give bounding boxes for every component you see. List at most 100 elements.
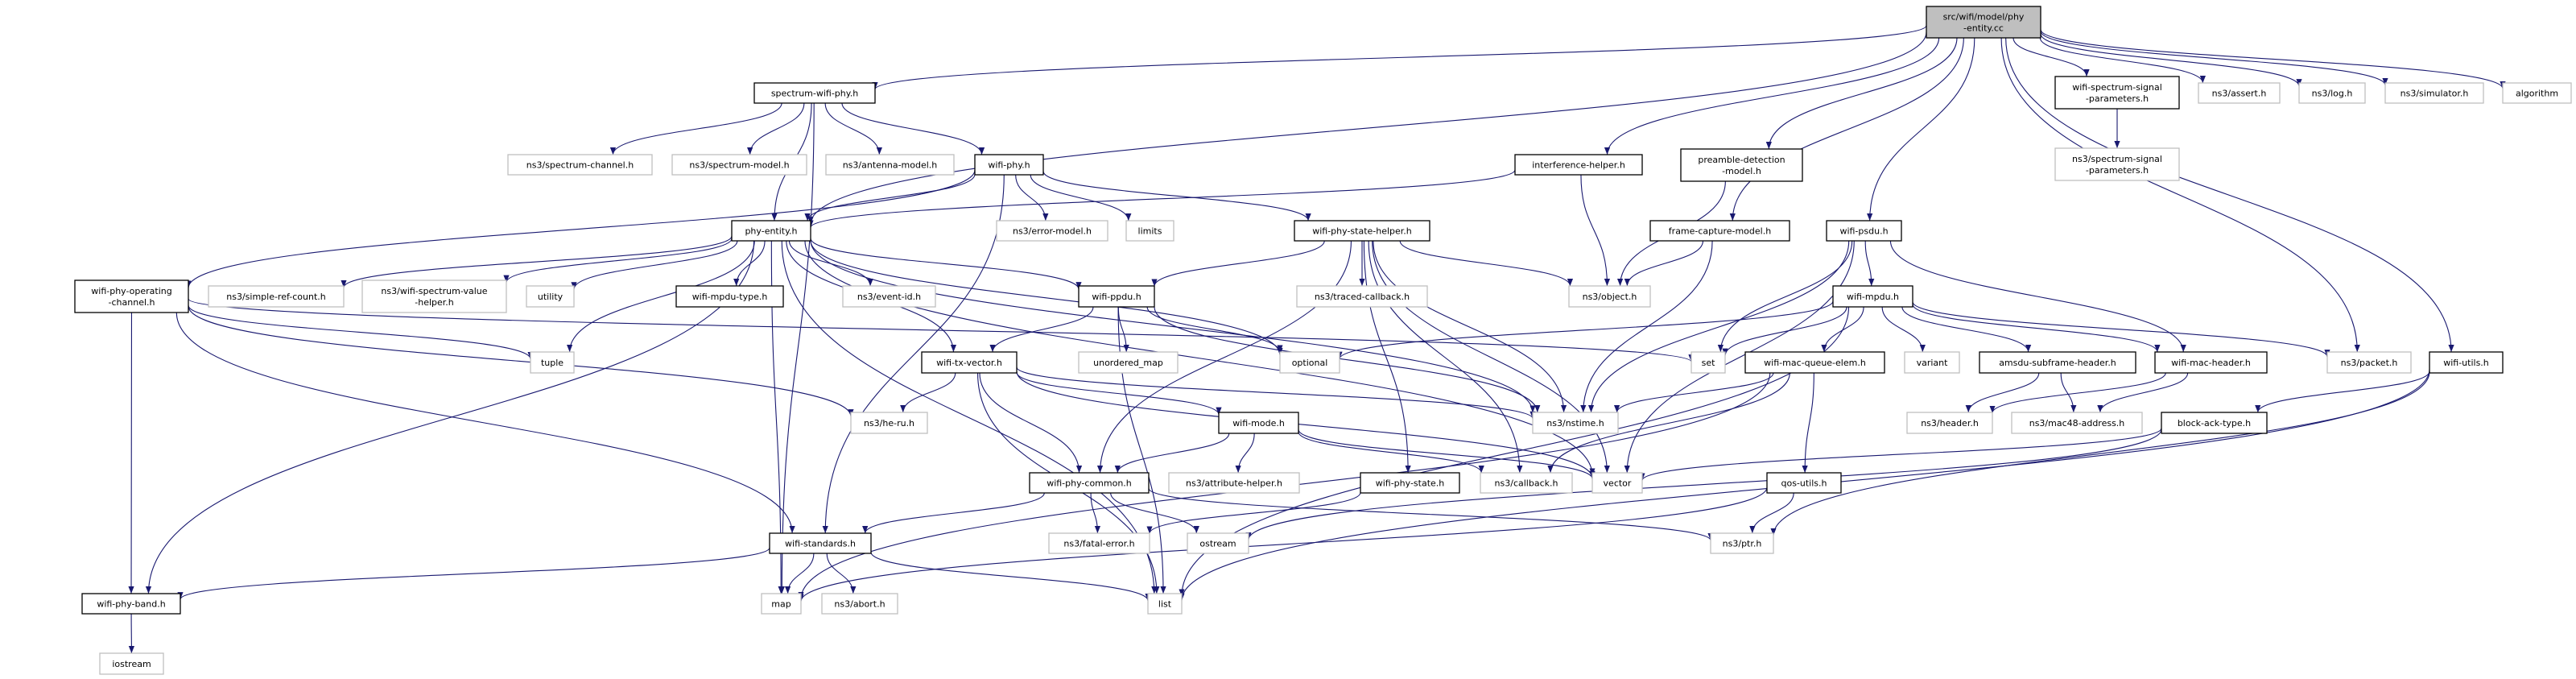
node-box[interactable] (2161, 412, 2268, 434)
node-box[interactable] (1360, 472, 1460, 494)
node-list: list (1147, 593, 1183, 615)
node-label: ns3/packet.h (2341, 358, 2398, 368)
edge-root-to-packet (2000, 37, 2360, 353)
node-vector: vector (1591, 472, 1643, 494)
node-wifi-standards[interactable]: wifi-standards.h (769, 532, 872, 554)
node-label: wifi-phy-state.h (1376, 478, 1445, 489)
node-label: ns3/abort.h (834, 599, 885, 610)
edge-wifi-ppdu-to-optional (1146, 306, 1283, 353)
edge-wifi-standards-to-list (870, 552, 1151, 601)
edge-wifi-mpdu-to-set (1722, 306, 1847, 356)
node-wifi-phy-state[interactable]: wifi-phy-state.h (1360, 472, 1460, 494)
node-wifi-mpdu[interactable]: wifi-mpdu.h (1832, 285, 1913, 308)
node-block-ack-type[interactable]: block-ack-type.h (2161, 412, 2268, 434)
node-object: ns3/object.h (1568, 285, 1651, 308)
node-label: wifi-mac-header.h (2171, 358, 2251, 368)
node-qos-utils[interactable]: qos-utils.h (1766, 472, 1842, 494)
node-label: ns3/header.h (1921, 418, 1979, 429)
node-wifi-phy-band[interactable]: wifi-phy-band.h (81, 593, 181, 615)
node-label: tuple (541, 358, 564, 368)
node-wifi-spectrum-signal-parameters[interactable]: wifi-spectrum-signal-parameters.h (2054, 76, 2180, 110)
edge-wifi-mode-to-callback (1298, 431, 1484, 474)
node-wifi-phy-operating-channel[interactable]: wifi-phy-operating-channel.h (74, 279, 189, 313)
node-label: ns3/attribute-helper.h (1186, 478, 1282, 489)
edge-wifi-tx-vector-to-nstime (1016, 366, 1536, 419)
node-box[interactable] (1926, 6, 2041, 39)
edge-spectrum-wifi-phy-to-map (778, 102, 815, 594)
node-label: iostream (112, 659, 151, 669)
node-label: limits (1138, 226, 1162, 237)
node-wifi-phy-common[interactable]: wifi-phy-common.h (1029, 472, 1150, 494)
edge-wifi-phy-state-helper-to-callback (1368, 240, 1523, 474)
node-attribute-helper: ns3/attribute-helper.h (1168, 472, 1300, 494)
edge-wifi-phy-operating-channel-to-wifi-standards (175, 312, 795, 534)
node-wifi-mac-header[interactable]: wifi-mac-header.h (2154, 351, 2268, 374)
edge-wifi-psdu-to-vector (1624, 240, 1855, 474)
node-box[interactable] (675, 285, 784, 308)
node-root[interactable]: src/wifi/model/phy-entity.cc (1926, 6, 2041, 39)
node-limits: limits (1125, 220, 1174, 242)
node-frame-capture-model[interactable]: frame-capture-model.h (1649, 220, 1790, 242)
node-box[interactable] (2054, 76, 2180, 110)
node-box[interactable] (753, 82, 876, 104)
node-box[interactable] (1078, 285, 1155, 308)
node-box[interactable] (1744, 351, 1885, 374)
node-label: wifi-ppdu.h (1092, 292, 1141, 302)
node-wifi-tx-vector[interactable]: wifi-tx-vector.h (921, 351, 1018, 374)
node-box[interactable] (1826, 220, 1902, 242)
node-label: -entity.cc (1963, 23, 2004, 34)
node-wifi-mac-queue-elem[interactable]: wifi-mac-queue-elem.h (1744, 351, 1885, 374)
edge-root-to-wifi-psdu (1867, 37, 1975, 222)
node-interference-helper[interactable]: interference-helper.h (1514, 154, 1643, 176)
edge-block-ack-type-to-ostream (1245, 429, 2162, 540)
node-box[interactable] (1294, 220, 1430, 242)
node-box[interactable] (1649, 220, 1790, 242)
node-tuple: tuple (530, 351, 575, 374)
node-label: ns3/spectrum-channel.h (526, 160, 634, 171)
node-wifi-phy-state-helper[interactable]: wifi-phy-state-helper.h (1294, 220, 1430, 242)
node-box[interactable] (769, 532, 872, 554)
edge-wifi-mode-to-vector (1298, 429, 1596, 479)
node-box (821, 593, 898, 615)
node-label: ns3/wifi-spectrum-value (381, 286, 487, 296)
node-wifi-psdu[interactable]: wifi-psdu.h (1826, 220, 1902, 242)
edge-wifi-mpdu-to-optional (1336, 300, 1834, 359)
node-box (1147, 593, 1183, 615)
node-preamble-detection-model[interactable]: preamble-detection-model.h (1680, 148, 1803, 182)
node-box[interactable] (1514, 154, 1643, 176)
node-box (761, 593, 802, 615)
node-box[interactable] (2429, 351, 2504, 374)
node-box[interactable] (1218, 412, 1299, 434)
node-box[interactable] (1029, 472, 1150, 494)
edge-frame-capture-model-to-object (1624, 240, 1704, 287)
node-box[interactable] (74, 279, 189, 313)
edge-wifi-standards-to-abort (826, 553, 857, 594)
node-box[interactable] (921, 351, 1018, 374)
node-wifi-phy[interactable]: wifi-phy.h (974, 154, 1044, 176)
node-label: set (1702, 358, 1715, 368)
node-box[interactable] (1766, 472, 1842, 494)
node-box (1710, 532, 1774, 554)
node-box[interactable] (731, 220, 811, 242)
node-wifi-mode[interactable]: wifi-mode.h (1218, 412, 1299, 434)
edge-wifi-mode-to-attribute-helper (1235, 433, 1255, 474)
node-box[interactable] (1979, 351, 2136, 374)
node-box[interactable] (1832, 285, 1913, 308)
node-phy-entity[interactable]: phy-entity.h (731, 220, 811, 242)
node-unordered_map: unordered_map (1078, 351, 1179, 374)
node-label: wifi-mac-queue-elem.h (1764, 358, 1866, 368)
node-spectrum-wifi-phy[interactable]: spectrum-wifi-phy.h (753, 82, 876, 104)
node-wifi-ppdu[interactable]: wifi-ppdu.h (1078, 285, 1155, 308)
node-box[interactable] (2154, 351, 2268, 374)
node-box[interactable] (1680, 148, 1803, 182)
edge-wifi-phy-to-wifi-phy-state-helper (1042, 171, 1311, 222)
nodes-layer: src/wifi/model/phy-entity.cc spectrum-wif… (74, 6, 2572, 675)
node-label: qos-utils.h (1781, 478, 1827, 489)
edge-root-to-spectrum-wifi-phy (872, 25, 1927, 90)
node-box[interactable] (974, 154, 1044, 176)
node-wifi-mpdu-type[interactable]: wifi-mpdu-type.h (675, 285, 784, 308)
node-box (1568, 285, 1651, 308)
node-box[interactable] (81, 593, 181, 615)
node-wifi-utils[interactable]: wifi-utils.h (2429, 351, 2504, 374)
node-amsdu-subframe-header[interactable]: amsdu-subframe-header.h (1979, 351, 2136, 374)
